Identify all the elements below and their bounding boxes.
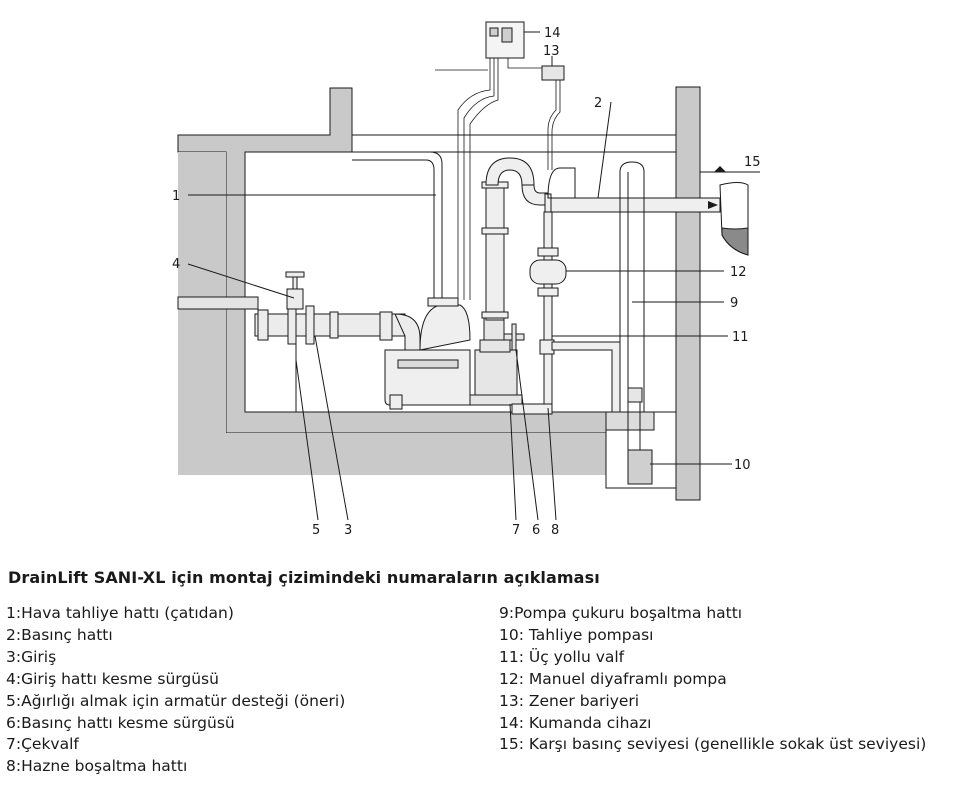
legend-list-left: 1:Hava tahliye hattı (çatıdan) 2:Basınç … [6,603,345,778]
legend-item: 6:Basınç hattı kesme sürgüsü [6,713,235,732]
legend-item: 14: Kumanda cihazı [499,713,652,732]
legend-item: 8:Hazne boşaltma hattı [6,757,188,776]
legend-item: 15: Karşı basınç seviyesi (genellikle so… [499,735,927,754]
callout-11: 11 [732,330,749,345]
legend-item: 7:Çekvalf [6,735,79,754]
control-unit [485,21,525,59]
legend-item: 2:Basınç hattı [6,625,113,644]
pressure-line [544,167,721,217]
pressure-riser [481,157,549,321]
zener-barrier [541,65,565,81]
legend-title: DrainLift SANI-XL için montaj çizimindek… [8,568,600,587]
building-walls [177,86,701,501]
callout-12: 12 [730,265,747,280]
inlet-gate-valve [285,271,305,412]
callout-13: 13 [543,44,560,59]
control-cables [435,58,561,300]
callout-1: 1 [172,189,180,204]
pump-unit [469,317,523,406]
legend-item: 3:Giriş [6,647,57,666]
legend-item: 1:Hava tahliye hattı (çatıdan) [6,604,234,622]
pressure-gate-valve [503,323,525,351]
callout-5: 5 [312,523,320,538]
pit-drain-line [619,161,653,485]
legend-item: 5:Ağırlığı almak için armatür desteği (ö… [6,691,346,710]
legend-item: 13: Zener bariyeri [499,691,640,710]
callout-15: 15 [744,155,761,170]
callout-6: 6 [532,523,540,538]
callout-8: 8 [551,523,559,538]
callout-2: 2 [594,96,602,111]
legend-list-right: 9:Pompa çukuru boşaltma hattı 10: Tahliy… [499,603,926,756]
vent-line [352,151,443,298]
legend-item: 9:Pompa çukuru boşaltma hattı [499,604,743,622]
callout-14: 14 [544,26,561,41]
callout-10: 10 [734,458,751,473]
installation-diagram: 1 2 3 4 5 6 7 8 9 10 11 12 13 14 15 [172,21,761,538]
callout-4: 4 [172,257,180,272]
legend-item: 12: Manuel diyaframlı pompa [499,669,727,688]
callout-3: 3 [344,523,352,538]
callout-9: 9 [730,296,738,311]
legend-item: 10: Tahliye pompası [499,625,654,644]
legend-item: 11: Üç yollu valf [499,647,625,666]
leader-lines [187,31,732,521]
collection-tank [384,297,471,410]
inlet-pipe [177,296,421,351]
callout-7: 7 [512,523,520,538]
legend-item: 4:Giriş hattı kesme sürgüsü [6,669,219,688]
sewer-outlet [700,166,760,256]
